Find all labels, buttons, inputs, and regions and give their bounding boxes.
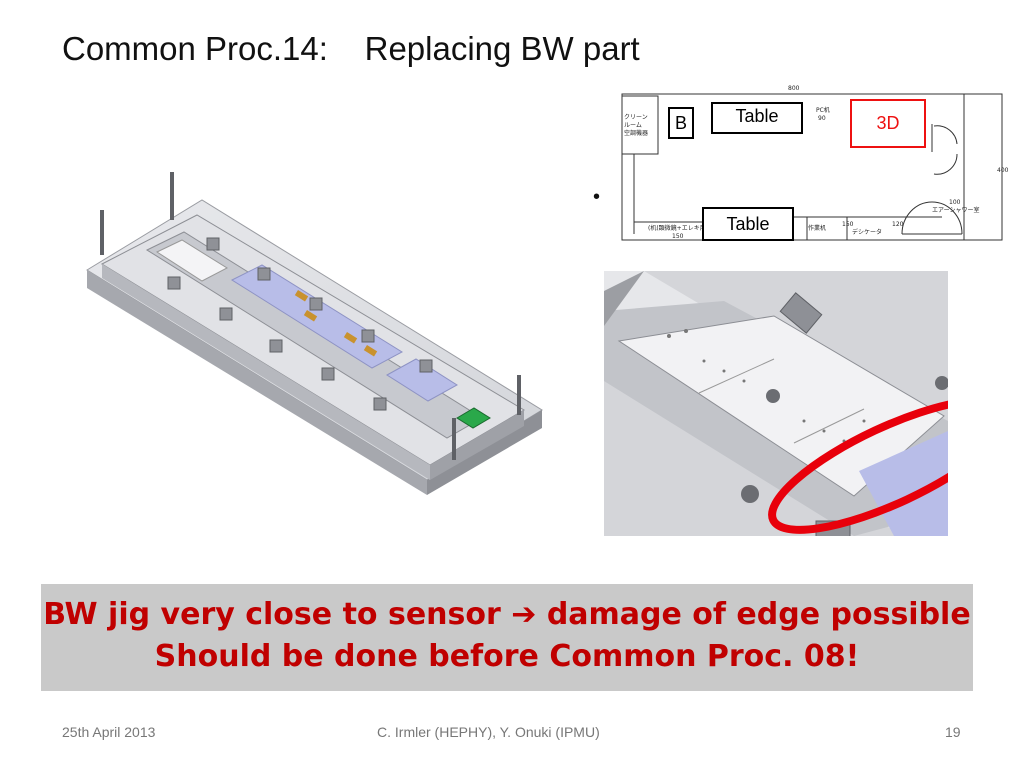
zoom-drawing [604, 271, 948, 536]
dim-120: 120 [892, 221, 904, 228]
label-3d: 3D [850, 99, 926, 148]
dim-150: 150 [842, 221, 854, 228]
warning-callout: BW jig very close to sensor ➔ damage of … [41, 584, 973, 691]
footer-page-number: 19 [945, 724, 961, 740]
footer-date: 25th April 2013 [62, 724, 156, 740]
jp-side-bench: (机(顕微鏡+エレキ用) [648, 224, 708, 232]
dim-top: 800 [788, 85, 800, 92]
cleanroom-floor-plan: 800 400 100 150 120 150 PC机 90 クリーン ルーム … [612, 82, 1009, 247]
zoomed-detail-image [604, 271, 948, 536]
label-table-bottom: Table [702, 207, 794, 241]
callout-line-1: BW jig very close to sensor ➔ damage of … [41, 594, 973, 636]
callout-prefix: BW jig very close to sensor [43, 597, 512, 632]
jp-desiccator: デシケータ [852, 228, 882, 236]
callout-line-2: Should be done before Common Proc. 08! [154, 639, 860, 674]
dim-right: 400 [997, 167, 1008, 174]
slide-title: Common Proc.14: Replacing BW part [62, 30, 640, 67]
jp-aircon: 空調機器 [624, 129, 648, 137]
footer-authors: C. Irmler (HEPHY), Y. Onuki (IPMU) [377, 724, 600, 740]
arrow-icon: ➔ [511, 597, 537, 632]
dim-100: 100 [949, 199, 961, 206]
floor-plan-drawing: 800 400 100 150 120 150 PC机 90 クリーン ルーム … [621, 85, 1009, 241]
callout-suffix: damage of edge possible [536, 597, 971, 632]
label-b: B [668, 107, 694, 139]
jp-clean: クリーン [624, 114, 648, 121]
highlight-ring [768, 396, 948, 534]
jp-workbench: 作業机 [808, 224, 826, 232]
jp-air-shower: エアーシャワー室 [932, 206, 980, 214]
jig-3d-rendering [86, 172, 543, 495]
bullet-point: • [593, 186, 601, 208]
dim-150b: 150 [672, 233, 684, 240]
label-table-top: Table [711, 102, 803, 134]
pc-label: PC机 [816, 106, 830, 114]
jp-room: ルーム [624, 122, 642, 129]
pc-dim: 90 [818, 115, 826, 122]
